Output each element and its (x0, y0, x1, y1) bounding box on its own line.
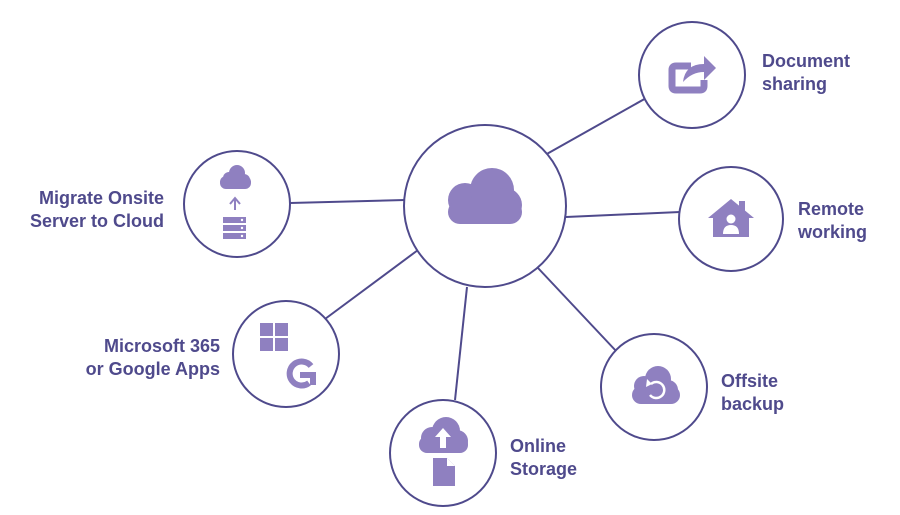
label-line: backup (721, 394, 785, 414)
server-icon (223, 217, 246, 239)
label-remote-working: Remote working (798, 198, 867, 244)
label-line: Storage (510, 459, 578, 479)
node-online-storage (389, 399, 497, 507)
connector-online-storage (454, 286, 468, 401)
connectors (289, 96, 681, 401)
label-microsoft-google: Microsoft 365 or Google Apps (86, 335, 220, 381)
label-document-sharing: Document sharing (762, 50, 850, 96)
windows-icon (260, 323, 288, 351)
label-line: Migrate Onsite (38, 188, 164, 208)
node-remote-working (678, 166, 784, 272)
label-line: sharing (762, 74, 828, 94)
share-icon (668, 56, 716, 94)
node-offsite-backup (600, 333, 708, 441)
label-online-storage: Online Storage (510, 435, 577, 481)
connector-offsite-backup (537, 267, 618, 353)
cloud-icon (448, 168, 522, 224)
hub-node (403, 124, 567, 288)
label-line: Offsite (721, 371, 779, 391)
connector-remote-working (565, 211, 681, 218)
connector-migrate-server (289, 199, 406, 204)
label-migrate-server: Migrate Onsite Server to Cloud (30, 187, 164, 233)
cloud-backup-icon (632, 366, 680, 404)
node-microsoft-google (232, 300, 340, 408)
small-cloud-icon (220, 165, 251, 189)
label-line: or Google Apps (85, 359, 220, 379)
google-g-icon (286, 358, 316, 389)
label-line: Remote (798, 199, 865, 219)
cloud-upload-file-icon (419, 417, 468, 486)
label-line: Microsoft 365 (103, 336, 220, 356)
label-line: Online (510, 436, 567, 456)
connector-microsoft-google (324, 249, 419, 320)
connector-document-sharing (544, 96, 649, 156)
label-offsite-backup: Offsite backup (721, 370, 784, 416)
cloud-server-migrate-icon (220, 165, 251, 239)
node-migrate-server (183, 150, 291, 258)
house-user-icon (708, 199, 754, 237)
label-line: working (798, 222, 868, 242)
arrow-up-icon (229, 196, 241, 210)
node-document-sharing (638, 21, 746, 129)
label-line: Server to Cloud (29, 211, 164, 231)
label-line: Document (762, 51, 851, 71)
